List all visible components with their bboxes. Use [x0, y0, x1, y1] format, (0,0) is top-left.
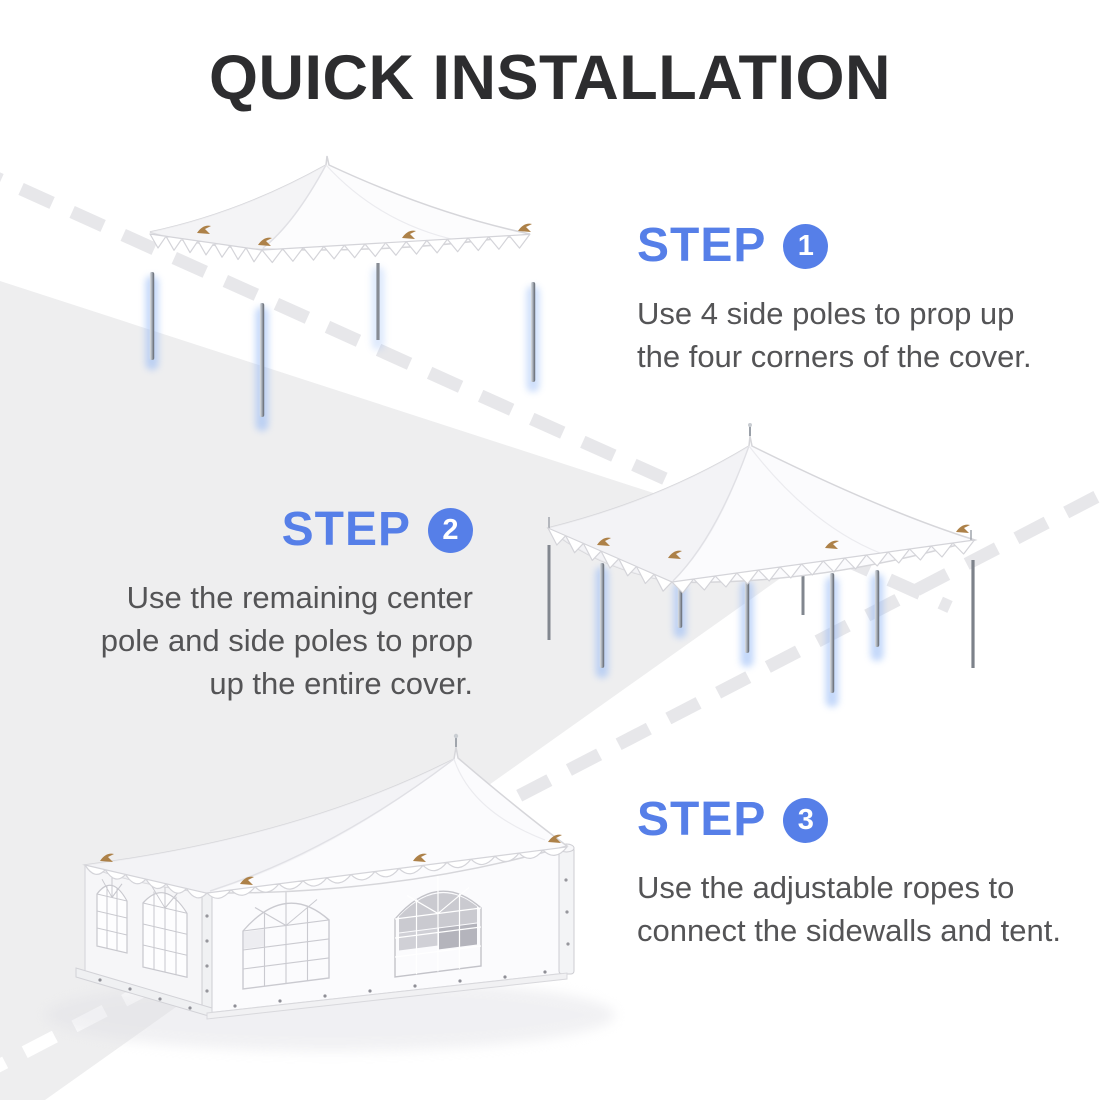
tent-step2-illustration: [546, 423, 978, 707]
tent3-window: [142, 882, 188, 978]
tent3-fastener-dots: [98, 970, 547, 1010]
tent1-valance: [261, 233, 531, 264]
tent3-valance: [206, 846, 568, 899]
tent3-window-with-interior-view: [394, 873, 482, 978]
side-pole: [149, 263, 536, 417]
step-2-number-badge: 2: [428, 507, 473, 553]
tent-step1-illustration: [145, 155, 540, 431]
step-2-label: STEP: [281, 503, 411, 556]
side-pole-glow: [595, 567, 884, 707]
tent3-window: [242, 885, 330, 990]
tent3-corner-post: [201, 890, 213, 1015]
rope-hook-icon: [597, 524, 970, 559]
tent3-valance: [84, 864, 208, 899]
step-3-description: Use the adjustable ropes to connect the …: [637, 870, 1061, 948]
step-3-block: STEP 3 Use the adjustable ropes to conne…: [637, 796, 1077, 952]
tent3-base-plate: [206, 972, 568, 1020]
tent2-valance: [671, 539, 975, 594]
step-2-description: Use the remaining center pole and side p…: [100, 580, 473, 701]
dashed-guide-line-bottom-on-gray: [0, 867, 373, 1073]
step-1-number-badge: 1: [783, 223, 829, 269]
tent3-window: [96, 875, 128, 954]
tent2-valance: [547, 527, 673, 592]
step-1-block: STEP 1 Use 4 side poles to prop up the f…: [637, 222, 1067, 378]
step-3-label: STEP: [637, 793, 767, 846]
rope-hook-icon: [100, 834, 562, 885]
page-title: QUICK INSTALLATION: [208, 43, 892, 113]
step-3-header: STEP 3: [637, 796, 1077, 844]
step-1-header: STEP 1: [637, 222, 1067, 270]
step-2-header: STEP 2: [43, 506, 473, 554]
step-2-block: STEP 2 Use the remaining center pole and…: [43, 506, 473, 705]
rope-hook-icon: [197, 223, 532, 246]
step-1-label: STEP: [637, 219, 767, 272]
step-1-description: Use 4 side poles to prop up the four cor…: [637, 296, 1032, 374]
step-3-number-badge: 3: [783, 797, 829, 843]
tent1-valance: [149, 233, 263, 263]
dashed-guide-line-top: [0, 172, 953, 613]
side-pole: [547, 545, 975, 693]
tent-step3-illustration: [45, 733, 615, 1051]
